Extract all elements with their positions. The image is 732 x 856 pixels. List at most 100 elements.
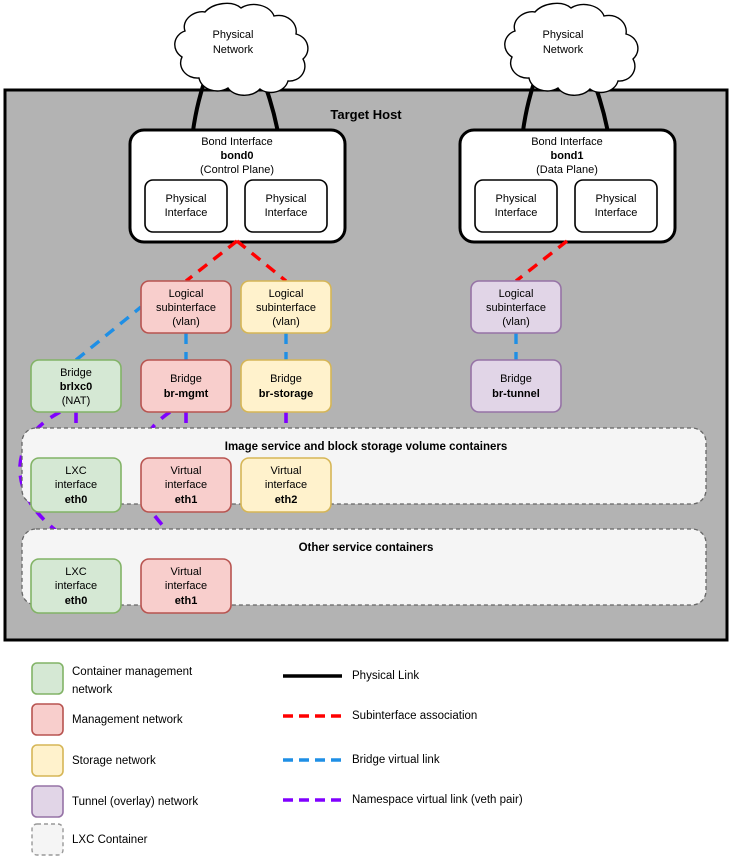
bridge-br-tunnel-line2: br-tunnel [492,388,540,400]
legend-line-physical-link: Physical Link [283,670,419,682]
logical-subinterface-storage[interactable]: Logical subinterface (vlan) [240,280,332,334]
legend-swatch-3-box [31,785,64,818]
legend-line-3-label: Namespace virtual link (veth pair) [352,794,523,806]
container-image-block[interactable]: Image service and block storage volume c… [21,427,707,513]
bond-interface-bond1[interactable]: Bond Interface bond1 (Data Plane) Physic… [458,128,677,244]
cloud-left: Physical Network [174,2,309,96]
bond1-nic-1-box [474,179,558,233]
legend-swatch-1-label: Management network [72,714,183,726]
legend-line-namespace-virtual-link: Namespace virtual link (veth pair) [283,794,523,806]
bond0-nic-1[interactable]: Physical Interface [144,179,228,233]
bond1-nic-2-line2: Interface [595,207,638,219]
legend-swatch-lxc-container: LXC Container [31,823,148,856]
ifc-lxc-eth0-2-line3: eth0 [65,595,88,607]
container-image-block-title: Image service and block storage volume c… [225,441,508,453]
bond1-nic-2-box [574,179,658,233]
subif-storage-line3: (vlan) [272,316,300,328]
legend-swatch-1-box [31,703,64,736]
subinterface-association-links [184,239,569,283]
legend-swatch-0-box [31,662,64,695]
ifc-veth-eth1-1-line1: Virtual [171,465,202,477]
subif-storage-line2: subinterface [256,302,316,314]
bond1-nic-2[interactable]: Physical Interface [574,179,658,233]
subif-tunnel-box [470,280,562,334]
ifc-veth-eth2-1-box [240,457,332,513]
bridge-br-tunnel[interactable]: Bridge br-tunnel [470,359,562,413]
container-other-service[interactable]: Other service containers LXC interface e… [21,528,707,614]
legend-line-bridge-virtual-link: Bridge virtual link [283,754,440,766]
bond0-nic-2[interactable]: Physical Interface [244,179,328,233]
ifc-lxc-eth0-2-line1: LXC [65,566,86,578]
bridge-br-storage[interactable]: Bridge br-storage [240,359,332,413]
legend-swatch-tunnel-overlay-network: Tunnel (overlay) network [31,785,198,818]
bond0-nic-2-line2: Interface [265,207,308,219]
bridge-br-tunnel-line1: Bridge [500,373,532,385]
bond1-nic-1[interactable]: Physical Interface [474,179,558,233]
bond0-title: Bond Interface [201,136,273,148]
legend-swatch-3-label: Tunnel (overlay) network [72,796,198,808]
subif-tunnel-line3: (vlan) [502,316,530,328]
ifc-veth-eth1-1-line3: eth1 [175,494,198,506]
bridge-brlxc0-line3: (NAT) [62,395,91,407]
bridge-brlxc0[interactable]: Bridge brlxc0 (NAT) [30,359,122,413]
ifc-veth-eth2-1-line2: interface [265,479,307,491]
legend-swatch-storage-network: Storage network [31,744,156,777]
subif-mgmt-line1: Logical [169,288,204,300]
bond1-nic-2-line1: Physical [596,193,637,205]
legend-swatch-0-label-line2: network [72,684,113,696]
bond0-nic-2-box [244,179,328,233]
ifc-lxc-eth0-2-box [30,558,122,614]
ifc-veth-eth1-2-line1: Virtual [171,566,202,578]
ifc-veth-eth1-1-box [140,457,232,513]
ifc-lxc-eth0-1-box [30,457,122,513]
legend-swatch-2-box [31,744,64,777]
bridge-br-tunnel-box [470,359,562,413]
cloud-right: Physical Network [504,2,639,96]
interface-veth-eth1-image-block[interactable]: Virtual interface eth1 [140,457,232,513]
bridge-virtual-links [74,305,518,362]
logical-subinterface-tunnel[interactable]: Logical subinterface (vlan) [470,280,562,334]
red-link-bond0-to-mgmt [184,239,239,283]
bridge-br-mgmt[interactable]: Bridge br-mgmt [140,359,232,413]
ifc-lxc-eth0-1-line1: LXC [65,465,86,477]
legend-line-subinterface-association: Subinterface association [283,710,477,722]
interface-veth-eth2-image-block[interactable]: Virtual interface eth2 [240,457,332,513]
interface-lxc-eth0-image-block[interactable]: LXC interface eth0 [30,457,122,513]
subif-mgmt-line3: (vlan) [172,316,200,328]
subif-mgmt-line2: subinterface [156,302,216,314]
interface-lxc-eth0-other-service[interactable]: LXC interface eth0 [30,558,122,614]
container-image-block-box [21,427,707,505]
legend-swatch-2-label: Storage network [72,755,156,767]
legend-swatch-0-label-line1: Container management [72,666,193,678]
cloud-right-line2: Network [543,44,584,56]
bridge-br-mgmt-box [140,359,232,413]
ifc-veth-eth1-2-line3: eth1 [175,595,198,607]
legend: Container management network Management … [31,662,523,856]
cloud-right-shape [504,2,639,96]
cloud-left-shape [174,2,309,96]
logical-subinterface-mgmt[interactable]: Logical subinterface (vlan) [140,280,232,334]
legend-swatch-container-management-network: Container management network [31,662,193,696]
bridge-br-mgmt-line1: Bridge [170,373,202,385]
bond-interface-bond0[interactable]: Bond Interface bond0 (Control Plane) Phy… [128,128,347,244]
blue-link-brlxc0-to-mgmt-subif [74,305,143,362]
subif-storage-box [240,280,332,334]
interface-veth-eth1-other-service[interactable]: Virtual interface eth1 [140,558,232,614]
bridge-brlxc0-line2: brlxc0 [60,381,92,393]
cloud-left-line1: Physical [213,29,254,41]
ifc-veth-eth2-1-line1: Virtual [271,465,302,477]
legend-line-1-label: Subinterface association [352,710,477,722]
cloud-left-line2: Network [213,44,254,56]
bridge-br-storage-line2: br-storage [259,388,313,400]
bond0-nic-1-line1: Physical [166,193,207,205]
legend-swatch-4-box [31,823,64,856]
red-link-bond1-to-tunnel [514,239,569,283]
legend-swatch-management-network: Management network [31,703,183,736]
bond0-nic-1-line2: Interface [165,207,208,219]
ifc-veth-eth2-1-line3: eth2 [275,494,298,506]
subif-storage-line1: Logical [269,288,304,300]
red-link-bond0-to-storage [235,239,288,283]
ifc-veth-eth1-1-line2: interface [165,479,207,491]
legend-line-0-label: Physical Link [352,670,419,682]
